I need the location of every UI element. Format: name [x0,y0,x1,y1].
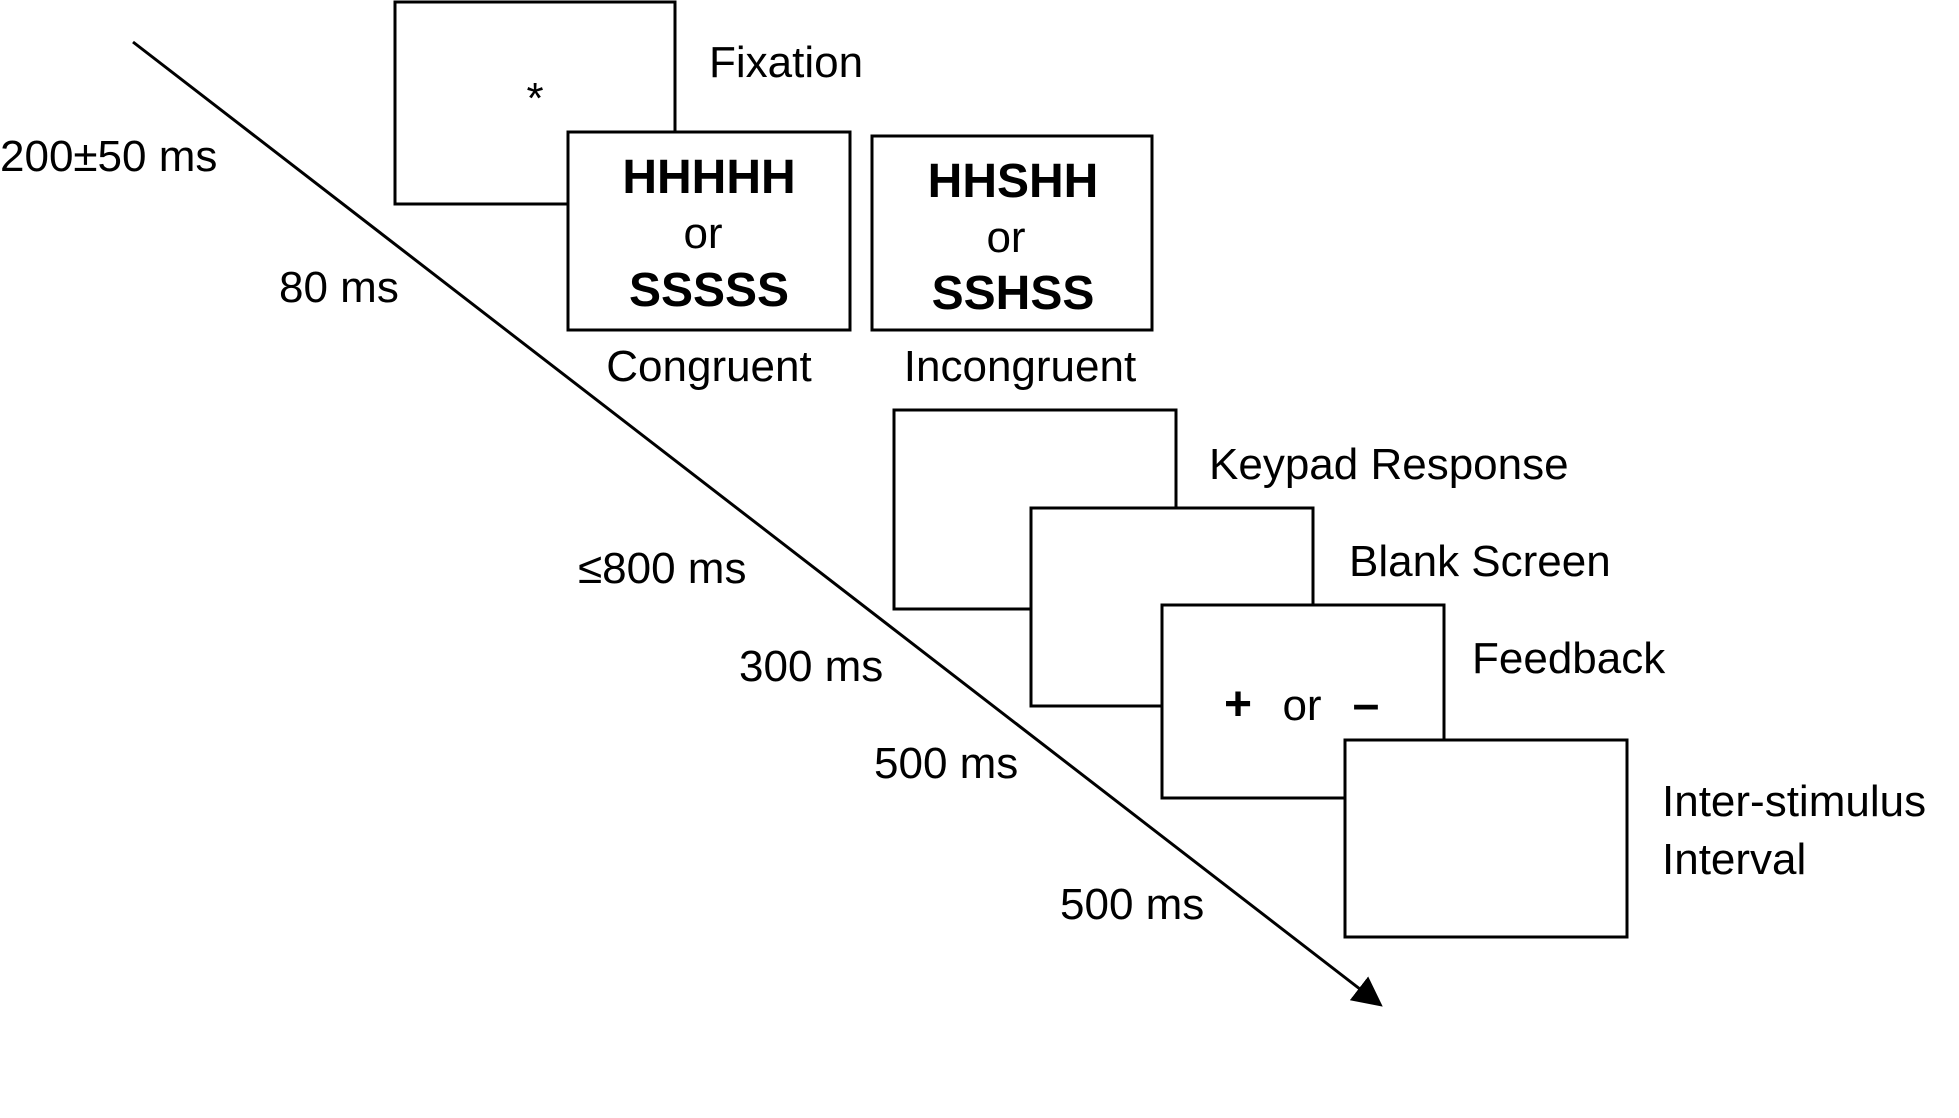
fixation-label: Fixation [709,38,863,87]
duration-isi: 500 ms [1060,880,1204,929]
timeline-arrow [132,40,1383,1007]
duration-stimulus: 80 ms [279,263,399,312]
incongruent-label: Incongruent [904,342,1136,391]
isi-label-line-2: Interval [1662,835,1806,884]
incongruent-stimulus-2: SSHSS [932,267,1095,320]
feedback-plus: + [1224,678,1252,731]
incongruent-screen [870,134,1154,332]
incongruent-or: or [986,213,1025,262]
duration-blank: 300 ms [739,642,883,691]
isi-label-line-1: Inter-stimulus [1662,777,1926,826]
keypad-response-label: Keypad Response [1209,440,1569,489]
feedback-or: or [1282,681,1321,730]
fixation-symbol: * [526,74,543,123]
congruent-or: or [683,209,722,258]
congruent-label: Congruent [606,342,811,391]
congruent-stimulus-2: SSSSS [629,264,789,317]
feedback-minus: – [1353,678,1380,731]
incongruent-stimulus-1: HHSHH [928,155,1099,208]
congruent-stimulus-1: HHHHH [622,151,795,204]
duration-fixation: 200±50 ms [0,132,217,181]
isi-screen [1343,738,1629,939]
duration-response: ≤800 ms [578,544,746,593]
congruent-screen [566,130,852,332]
blank-screen-label: Blank Screen [1349,537,1611,586]
feedback-label: Feedback [1472,634,1666,683]
duration-feedback: 500 ms [874,739,1018,788]
